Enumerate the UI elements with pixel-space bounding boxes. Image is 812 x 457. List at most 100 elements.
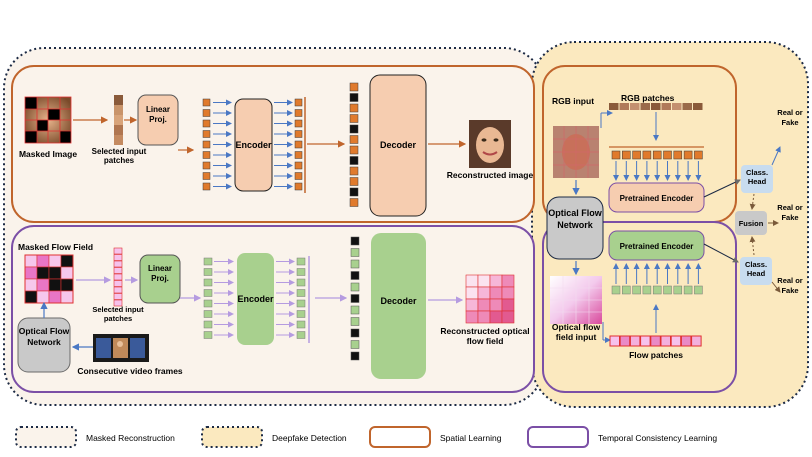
optical-flow-input-image [550, 276, 602, 324]
patch [113, 286, 123, 294]
token [294, 130, 303, 138]
token [611, 150, 621, 160]
patch [609, 335, 620, 347]
token [350, 248, 360, 257]
flow-cell [477, 286, 491, 300]
token [349, 198, 359, 207]
flow-cell [48, 278, 62, 292]
patch [691, 335, 702, 347]
masked-flow-label: Masked Flow Field [18, 242, 93, 252]
token [203, 310, 213, 318]
token [350, 236, 360, 246]
flow-cell [24, 278, 38, 292]
flow-cell [501, 286, 515, 300]
token [350, 317, 360, 326]
token [349, 114, 359, 123]
encoder-temporal [237, 253, 274, 345]
token [296, 257, 306, 266]
token-column-temporal-full [350, 236, 360, 361]
patch [693, 103, 703, 110]
flow-border [24, 254, 74, 304]
legend-swatch-temporal [527, 426, 589, 448]
patch [619, 103, 629, 110]
token [349, 145, 359, 155]
token [663, 150, 672, 160]
flow-cell [465, 310, 479, 324]
token [202, 151, 211, 159]
token [694, 285, 703, 295]
token [350, 328, 360, 338]
legend-label-masked: Masked Reconstruction [86, 433, 175, 443]
class-head-bottom [740, 257, 772, 285]
flow-token-row [611, 285, 703, 295]
flow-cell [465, 298, 479, 312]
token [203, 299, 213, 308]
token-arrows-spatial-in [213, 99, 232, 190]
token [694, 150, 703, 160]
patch [113, 280, 123, 287]
flow-cell [24, 254, 38, 268]
rgb-patches-strip [609, 103, 703, 110]
fusion-label: Fusion [739, 219, 764, 228]
pretrained-encoder-top-label: Pretrained Encoder [620, 194, 694, 203]
patch [661, 103, 671, 110]
flow-patches-strip [609, 335, 702, 347]
decoder-spatial [369, 74, 427, 217]
token [350, 259, 360, 269]
flow-cell [36, 266, 50, 280]
token [203, 320, 213, 329]
flow-cell [477, 310, 491, 324]
class-head-bottom-label: Class. Head [744, 260, 768, 278]
legend-swatch-masked [15, 426, 77, 448]
token-column-spatial-out [294, 97, 306, 193]
patch [113, 254, 123, 261]
selected-patches-temporal-label: Selected input patches [92, 305, 144, 323]
token [202, 172, 211, 180]
token-column-temporal-in [203, 257, 213, 339]
token [294, 119, 303, 128]
patch [113, 260, 123, 268]
optical-flow-network-detection [546, 196, 604, 260]
patch [651, 103, 661, 110]
masked-image [24, 96, 72, 144]
token [349, 177, 359, 186]
class-head-top-label: Class. Head [745, 168, 769, 186]
token [296, 320, 306, 329]
optical-flow-input-label: Optical flow field input [551, 322, 601, 342]
token [296, 310, 306, 318]
legend-label-detect: Deepfake Detection [272, 433, 347, 443]
token [349, 135, 359, 144]
token [202, 109, 211, 117]
patch [113, 267, 123, 274]
decoder-spatial-label: Decoder [380, 140, 417, 150]
pretrained-encoder-top [608, 182, 705, 213]
token [296, 299, 306, 308]
flow-cell [36, 254, 50, 268]
token [622, 150, 631, 160]
patch [680, 335, 692, 347]
token [203, 257, 213, 266]
token-column-spatial-in [202, 98, 211, 191]
patch [113, 299, 123, 307]
flow-cell [48, 254, 62, 268]
token-column-spatial-full [349, 82, 359, 207]
token [350, 351, 360, 361]
patch [619, 335, 631, 347]
token [294, 182, 303, 191]
token [203, 268, 213, 276]
token [202, 130, 211, 138]
legend-label-spatial: Spatial Learning [440, 433, 502, 443]
rgb-patches-label: RGB patches [621, 93, 675, 103]
flow-cell [48, 266, 62, 280]
real-or-fake-bottom: Real or Fake [777, 276, 803, 295]
legend: Masked Reconstruction Deepfake Detection… [15, 426, 717, 448]
token [294, 161, 303, 170]
token [350, 282, 360, 292]
patch [113, 247, 123, 255]
selected-patches-strip-temporal [113, 247, 123, 307]
flow-cell [489, 286, 503, 300]
flow-cell [36, 290, 50, 304]
patch [650, 335, 661, 347]
token [294, 140, 303, 149]
